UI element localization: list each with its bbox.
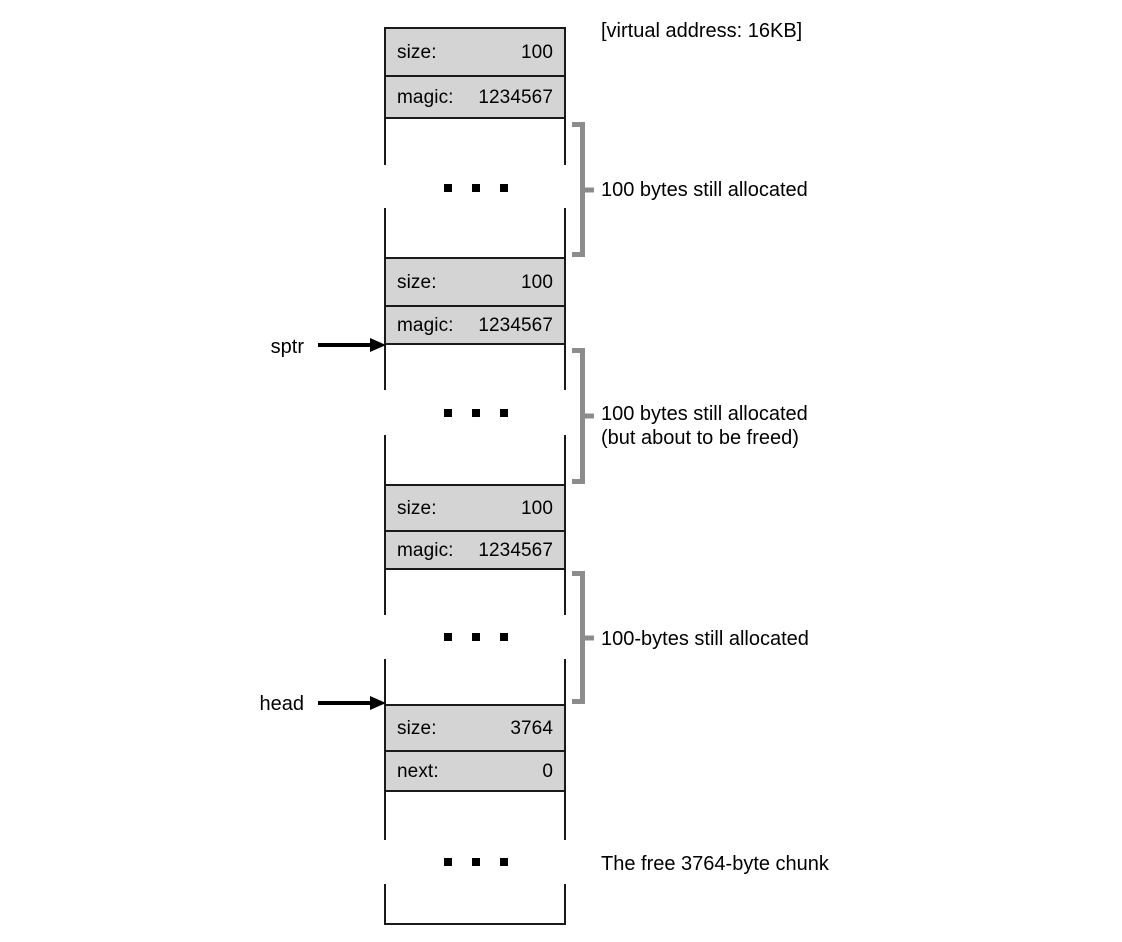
free-chunk-size-key: size: [397,717,437,739]
dot [472,858,480,866]
dot [444,858,452,866]
chunk-2-magic-value: 1234567 [478,314,553,336]
free-chunk-annotation: The free 3764-byte chunk [601,853,829,875]
free-chunk-next-key: next: [397,760,439,782]
free-chunk-next-value: 0 [542,760,553,782]
dot [500,409,508,417]
chunk-1-size-key: size: [397,41,437,63]
chunk-2-size-value: 100 [520,271,553,293]
free-chunk-next-field: next: 0 [386,752,564,790]
free-chunk-body-upper [384,792,566,840]
chunk-3-magic-value: 1234567 [478,539,553,561]
chunk-3-body-lower [384,659,566,704]
bracket-arm-top [572,122,585,127]
chunk-3-ellipsis [444,633,508,641]
virtual-address-note: [virtual address: 16KB] [601,20,803,42]
chunk-1-size-row: size: 100 [384,27,566,75]
chunk-1-magic-key: magic: [397,86,454,108]
chunk-2-magic-field: magic: 1234567 [386,307,564,343]
bracket-stem [580,348,585,484]
chunk-3-body-upper [384,570,566,615]
free-chunk-size-row: size: 3764 [384,704,566,750]
dot [444,184,452,192]
chunk-3-size-row: size: 100 [384,484,566,530]
bracket-arm-bottom [572,699,585,704]
dot [472,184,480,192]
chunk-2-magic-key: magic: [397,314,454,336]
chunk-1-annotation: 100 bytes still allocated [601,179,808,201]
head-label: head [259,693,305,715]
chunk-3-magic-key: magic: [397,539,454,561]
free-chunk-next-row: next: 0 [384,750,566,792]
chunk-2-body-lower [384,435,566,484]
bracket-arm-top [572,571,585,576]
chunk-1-size-field: size: 100 [386,29,564,75]
dot [472,633,480,641]
bracket-tick [585,635,594,640]
chunk-1-body-upper [384,119,566,165]
chunk-1-body-lower [384,208,566,257]
chunk-2-ellipsis [444,409,508,417]
chunk-1-ellipsis [444,184,508,192]
chunk-2-magic-row: magic: 1234567 [384,305,566,345]
bracket-tick [585,187,594,192]
bracket-arm-top [572,348,585,353]
dot [500,858,508,866]
chunk-2-annotation: 100 bytes still allocated (but about to … [601,403,808,449]
dot [472,409,480,417]
chunk-2-size-row: size: 100 [384,257,566,305]
dot [500,633,508,641]
chunk-3-size-field: size: 100 [386,486,564,530]
chunk-1-magic-row: magic: 1234567 [384,75,566,119]
dot [500,184,508,192]
bracket-tick [585,413,594,419]
chunk-2-size-key: size: [397,271,437,293]
sptr-label: sptr [270,336,304,358]
free-chunk-size-value: 3764 [510,717,553,739]
bracket-stem [580,122,585,257]
head-arrow-icon [318,696,386,710]
free-chunk-size-field: size: 3764 [386,706,564,750]
bracket-arm-bottom [572,479,585,484]
chunk-1-magic-value: 1234567 [478,86,553,108]
free-chunk-body-lower [384,884,566,925]
sptr-arrow-icon [318,338,386,352]
chunk-2-body-upper [384,345,566,390]
free-chunk-ellipsis [444,858,508,866]
chunk-3-magic-field: magic: 1234567 [386,532,564,568]
bracket-stem [580,571,585,704]
dot [444,409,452,417]
chunk-2-size-field: size: 100 [386,259,564,305]
chunk-3-annotation: 100-bytes still allocated [601,628,809,650]
chunk-1-size-value: 100 [520,41,553,63]
chunk-1-magic-field: magic: 1234567 [386,77,564,117]
bracket-arm-bottom [572,252,585,257]
dot [444,633,452,641]
chunk-3-magic-row: magic: 1234567 [384,530,566,570]
chunk-3-size-key: size: [397,497,437,519]
chunk-3-size-value: 100 [520,497,553,519]
